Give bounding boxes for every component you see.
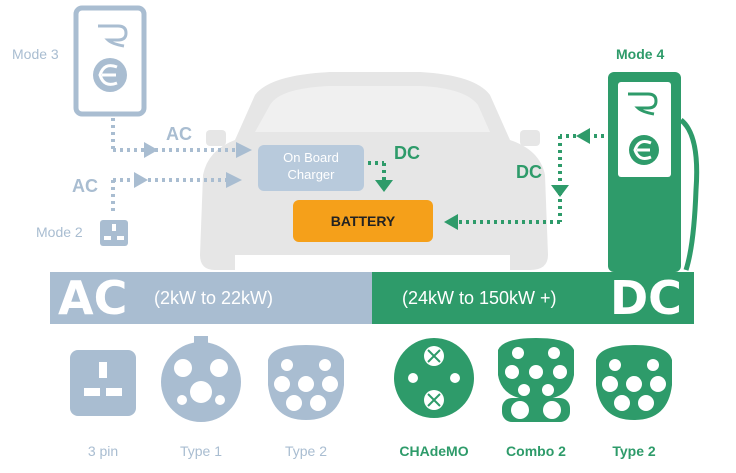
dc-label-charger: DC bbox=[394, 143, 420, 163]
dc-band bbox=[372, 272, 694, 324]
connector-chademo-icon bbox=[394, 338, 474, 418]
ac-paths bbox=[111, 118, 252, 215]
ac-label-lower: AC bbox=[72, 176, 98, 196]
connector-3pin-icon bbox=[70, 350, 136, 416]
caption-type1: Type 1 bbox=[179, 443, 223, 459]
caption-chademo: CHAdeMO bbox=[399, 443, 469, 459]
caption-3pin: 3 pin bbox=[87, 443, 119, 459]
connector-combo2-icon bbox=[498, 338, 574, 422]
connector-type1-icon bbox=[161, 336, 241, 422]
mode3-wallbox-icon bbox=[73, 5, 147, 117]
caption-combo2: Combo 2 bbox=[506, 443, 566, 459]
ac-band bbox=[50, 272, 372, 324]
mode4-dc-station-icon bbox=[608, 72, 700, 272]
dc-paths bbox=[368, 128, 604, 230]
mode2-label: Mode 2 bbox=[36, 224, 83, 240]
ac-band-title: AC bbox=[58, 271, 128, 325]
mode4-label: Mode 4 bbox=[616, 46, 665, 62]
caption-type2-dc: Type 2 bbox=[612, 443, 656, 459]
mode2-socket-icon bbox=[100, 220, 128, 246]
connector-type2-dc-icon bbox=[596, 345, 672, 420]
caption-type2-ac: Type 2 bbox=[284, 443, 328, 459]
connector-type2-ac-icon bbox=[268, 345, 344, 420]
ac-label-upper: AC bbox=[166, 124, 192, 144]
dc-band-range: (24kW to 150kW +) bbox=[402, 288, 557, 308]
ac-band-range: (2kW to 22kW) bbox=[154, 288, 274, 308]
dc-band-title: DC bbox=[610, 271, 682, 325]
onboard-charger-box: On Board Charger bbox=[258, 145, 364, 191]
dc-label-station: DC bbox=[516, 162, 542, 182]
battery-box: BATTERY bbox=[293, 200, 433, 242]
mode3-label: Mode 3 bbox=[12, 46, 59, 62]
